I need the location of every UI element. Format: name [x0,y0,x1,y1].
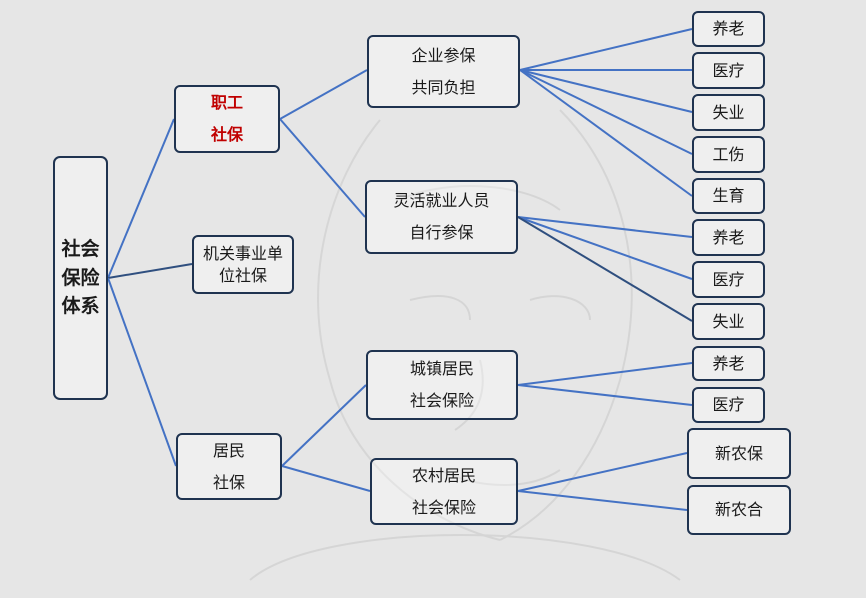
root-label-line: 保险 [61,266,100,289]
leaf-label: 工伤 [712,144,745,164]
connector-root-employee [107,118,175,279]
leaf-label: 养老 [712,227,745,247]
node-label-line: 社保 [212,472,245,492]
node-label-line: 企业参保 [411,45,476,65]
connector-urban-medical [517,384,693,406]
leaf-label: 养老 [712,353,745,373]
node-label-line: 位社保 [218,265,267,285]
root-label-line: 社会 [61,238,100,261]
leaf-enterprise-medical: 医疗 [692,52,765,89]
connector-enterprise-work-injury [519,69,693,155]
node-label-line: 自行参保 [409,223,474,242]
connector-employee-enterprise [279,69,368,120]
node-enterprise-insured: 企业参保 共同负担 [367,35,520,108]
leaf-label: 医疗 [712,269,745,289]
leaf-label: 医疗 [712,395,745,415]
connector-enterprise-unemployment [519,69,693,113]
leaf-enterprise-work-injury: 工伤 [692,136,765,173]
root-node-social-insurance-system: 社会 保险 体系 [53,156,108,400]
leaf-urban-medical: 医疗 [692,387,765,423]
connector-enterprise-pension [519,28,693,71]
node-rural-resident-insurance: 农村居民 社会保险 [370,458,518,525]
leaf-enterprise-pension: 养老 [692,11,765,47]
node-label-line: 居民 [212,440,245,460]
node-label-line: 灵活就业人员 [393,191,490,211]
leaf-flexible-medical: 医疗 [692,261,765,298]
connector-resident-urban [281,384,367,467]
leaf-label: 生育 [712,186,745,206]
node-label-line: 农村居民 [411,465,476,485]
node-label-line: 社保 [210,125,243,144]
node-resident-social-insurance: 居民 社保 [176,433,282,500]
connector-enterprise-maternity [519,69,693,197]
leaf-label: 失业 [712,102,745,122]
connector-resident-rural [281,465,371,492]
leaf-label: 养老 [712,19,745,39]
leaf-label: 失业 [712,311,745,331]
leaf-rural-new-medical-cooperative: 新农合 [687,485,791,535]
connector-flexible-medical [517,216,693,280]
connector-flexible-unemployment [517,216,693,322]
leaf-enterprise-unemployment: 失业 [692,94,765,131]
node-urban-resident-insurance: 城镇居民 社会保险 [366,350,518,420]
node-label-line: 社会保险 [409,391,474,410]
node-label-line: 职工 [210,93,243,113]
leaf-flexible-unemployment: 失业 [692,303,765,340]
leaf-label: 新农合 [714,500,763,520]
node-institution-social-insurance: 机关事业单 位社保 [192,235,294,294]
leaf-urban-pension: 养老 [692,346,765,381]
leaf-label: 医疗 [712,60,745,80]
node-label-line: 机关事业单 [202,243,283,263]
connector-rural-new-medical [517,490,688,511]
leaf-flexible-pension: 养老 [692,219,765,256]
connector-root-resident [107,277,177,467]
node-employee-social-insurance: 职工 社保 [174,85,280,153]
connector-flexible-pension [517,216,693,238]
leaf-rural-new-pension: 新农保 [687,428,791,479]
node-label-line: 社会保险 [411,497,476,517]
connector-root-institution [107,263,193,279]
connector-urban-pension [517,362,693,386]
node-flexible-employment: 灵活就业人员 自行参保 [365,180,518,254]
leaf-enterprise-maternity: 生育 [692,178,765,214]
connector-employee-flexible [279,118,366,218]
node-label-line: 城镇居民 [409,359,474,379]
connector-rural-new-pension [517,452,688,492]
node-label-line: 共同负担 [411,77,476,97]
root-label-line: 体系 [61,295,100,318]
leaf-label: 新农保 [714,443,763,463]
